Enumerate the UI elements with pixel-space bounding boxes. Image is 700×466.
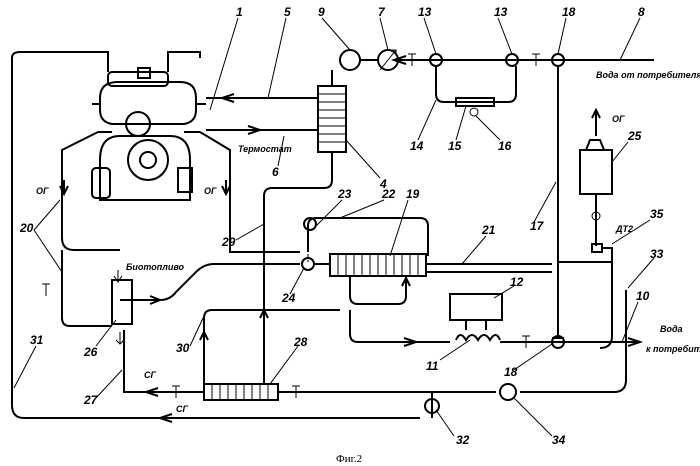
callout-24: 24 — [281, 291, 296, 305]
label-biofuel: Биотопливо — [126, 262, 185, 272]
heat-exchanger-19 — [330, 254, 426, 276]
callout-5: 5 — [284, 5, 291, 19]
callout-11: 11 — [426, 359, 439, 373]
callout-18b: 18 — [504, 365, 518, 379]
callout-19: 19 — [406, 187, 420, 201]
text-labels: Вода от потребителя Термостат ОГ ОГ ОГ Б… — [36, 70, 700, 414]
figure-caption: Фиг.2 — [336, 453, 362, 465]
callout-9: 9 — [318, 5, 325, 19]
callout-17: 17 — [530, 219, 545, 233]
callout-32: 32 — [456, 433, 470, 447]
callout-29: 29 — [221, 235, 236, 249]
callout-25: 25 — [627, 129, 642, 143]
label-og-top: ОГ — [612, 114, 625, 124]
callout-8: 8 — [638, 5, 645, 19]
heat-exchanger-28 — [204, 384, 278, 400]
callout-30: 30 — [176, 341, 190, 355]
callout-13a: 13 — [418, 5, 432, 19]
label-og-right: ОГ — [204, 186, 217, 196]
callout-14: 14 — [410, 139, 424, 153]
label-og-left: ОГ — [36, 186, 49, 196]
label-thermostat: Термостат — [238, 144, 292, 154]
callout-16: 16 — [498, 139, 512, 153]
callout-1: 1 — [236, 5, 243, 19]
callout-26: 26 — [83, 345, 98, 359]
callout-27: 27 — [83, 393, 99, 407]
exhaust-tank — [580, 110, 612, 194]
label-sg-27: СГ — [144, 370, 156, 380]
callout-31: 31 — [30, 333, 44, 347]
callout-7: 7 — [378, 5, 386, 19]
engine-block — [92, 68, 206, 200]
callout-22: 22 — [381, 187, 396, 201]
radiator — [318, 86, 346, 152]
callout-15: 15 — [448, 139, 462, 153]
callout-6: 6 — [272, 165, 279, 179]
callout-23: 23 — [337, 187, 352, 201]
callout-10: 10 — [636, 289, 650, 303]
callout-28: 28 — [293, 335, 308, 349]
callout-12: 12 — [510, 275, 524, 289]
callout-35: 35 — [650, 207, 664, 221]
callout-18a: 18 — [562, 5, 576, 19]
callout-13b: 13 — [494, 5, 508, 19]
label-sg-bottom: СГ — [176, 404, 188, 414]
label-water-to-consumer-2: к потребителя — [646, 344, 700, 354]
callout-21: 21 — [481, 223, 496, 237]
label-dt2: ДТ2 — [615, 224, 633, 234]
callout-33: 33 — [650, 247, 664, 261]
callout-20: 20 — [19, 221, 34, 235]
label-water-from-consumer: Вода от потребителя — [596, 70, 700, 80]
label-water-to-consumer-1: Вода — [660, 324, 683, 334]
callout-34: 34 — [552, 433, 566, 447]
